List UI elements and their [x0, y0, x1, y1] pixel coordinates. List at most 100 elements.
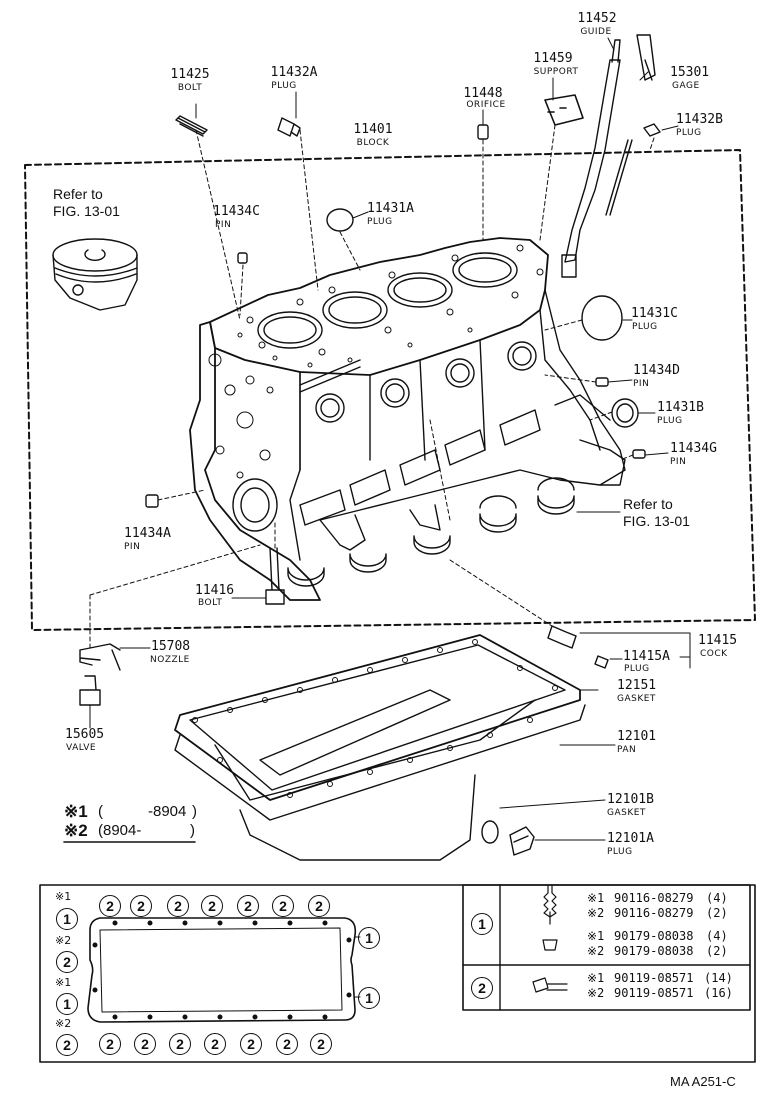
- layout-circle-top-7: 2: [308, 895, 330, 917]
- label-11448-number: 11448: [463, 86, 503, 101]
- label-11452-number: 11452: [577, 11, 617, 26]
- label-15301-number: 15301: [670, 65, 710, 80]
- label-11432b-number: 11432B: [676, 112, 723, 127]
- table-key-2: 2: [471, 977, 493, 999]
- t1-mark-b: ※2: [587, 906, 605, 920]
- label-11431c-name: PLUG: [632, 322, 658, 332]
- main-bearings-drawing: [287, 477, 575, 587]
- t1-mark-a: ※1: [587, 891, 605, 905]
- plug-11415a-drawing: [594, 655, 609, 669]
- legend-mark-1: ※1: [64, 802, 88, 821]
- legend-mark-2: ※2: [64, 821, 88, 840]
- t1-part-a: 90116-08279: [614, 891, 694, 905]
- label-11459-number: 11459: [533, 51, 573, 66]
- label-11425-number: 11425: [170, 67, 210, 82]
- label-11401-number: 11401: [353, 122, 393, 137]
- bolt-11416-drawing: [265, 547, 285, 605]
- label-11434c-name: PIN: [215, 220, 232, 230]
- legend-value-1: -8904: [148, 803, 187, 820]
- support-bracket-drawing: [544, 94, 584, 126]
- label-11431b-number: 11431B: [657, 400, 704, 415]
- block-boundary-dashed: [24, 149, 756, 631]
- t1-qty-b: (2): [706, 906, 728, 920]
- label-11415-number: 11415: [698, 633, 738, 648]
- t2-mark-a: ※1: [587, 971, 605, 985]
- gasket-12101b-drawing: [481, 820, 499, 844]
- piston-drawing: [52, 238, 138, 311]
- layout-circle-bottom-3: 2: [169, 1033, 191, 1055]
- label-11431c-number: 11431C: [631, 306, 678, 321]
- label-15708-name: NOZZLE: [150, 655, 190, 665]
- t2-mark-b: ※2: [587, 986, 605, 1000]
- t1-mark-d: ※2: [587, 944, 605, 958]
- layout-mark-2b: ※2: [55, 1017, 72, 1030]
- t1-part-b: 90116-08279: [614, 906, 694, 920]
- label-11416-name: BOLT: [198, 598, 223, 608]
- pan-gasket-box: [39, 884, 756, 1063]
- plug-11431b-drawing: [611, 398, 639, 428]
- layout-circle-bottom-5: 2: [240, 1033, 262, 1055]
- layout-circle-1a: 1: [56, 908, 78, 930]
- bearing-ref-line2: FIG. 13-01: [623, 513, 690, 529]
- layout-circle-2b: 2: [56, 1034, 78, 1056]
- label-11431a-name: PLUG: [367, 217, 393, 227]
- layout-mark-1a: ※1: [55, 890, 72, 903]
- label-11432b-name: PLUG: [676, 128, 702, 138]
- oil-pan-drawing: [174, 634, 586, 861]
- nut-icon: [542, 939, 558, 951]
- layout-circle-top-4: 2: [201, 895, 223, 917]
- layout-circle-bottom-2: 2: [134, 1033, 156, 1055]
- plug-11432a-drawing: [277, 117, 301, 137]
- label-11434d-name: PIN: [633, 379, 650, 389]
- bolt-icon: [532, 977, 568, 993]
- t1-qty-a: (4): [706, 891, 728, 905]
- t1-qty-c: (4): [706, 929, 728, 943]
- layout-circle-right-2: 1: [358, 987, 380, 1009]
- label-15301-name: GAGE: [672, 81, 700, 91]
- label-11431b-name: PLUG: [657, 416, 683, 426]
- t2-part-b: 90119-08571: [614, 986, 694, 1000]
- t2-qty-b: (16): [704, 986, 733, 1000]
- label-11434d-number: 11434D: [633, 363, 680, 378]
- legend-close-2: ): [190, 822, 195, 839]
- label-11434g-number: 11434G: [670, 441, 717, 456]
- label-11434c-number: 11434C: [213, 204, 260, 219]
- pin-11434a-drawing: [145, 494, 159, 508]
- layout-circle-top-2: 2: [130, 895, 152, 917]
- layout-mark-1b: ※1: [55, 976, 72, 989]
- bolt-11425-drawing: [175, 115, 208, 137]
- label-11459-name: SUPPORT: [533, 67, 579, 77]
- label-12101b-number: 12101B: [607, 792, 654, 807]
- layout-circle-1b: 1: [56, 993, 78, 1015]
- label-12151-name: GASKET: [617, 694, 656, 704]
- label-11434a-number: 11434A: [124, 526, 171, 541]
- label-12101b-name: GASKET: [607, 808, 646, 818]
- label-12101-number: 12101: [617, 729, 657, 744]
- fastener-table: [462, 884, 751, 1011]
- dipstick-drawing: [561, 34, 656, 278]
- t1-qty-d: (2): [706, 944, 728, 958]
- label-12101a-number: 12101A: [607, 831, 654, 846]
- label-15605-number: 15605: [65, 727, 105, 742]
- legend-close-1: ): [192, 803, 197, 820]
- pan-gasket-outline: [87, 917, 357, 1023]
- cock-11415-drawing: [547, 625, 577, 649]
- layout-circle-2a: 2: [56, 951, 78, 973]
- label-11415a-name: PLUG: [624, 664, 650, 674]
- layout-circle-right-1: 1: [358, 927, 380, 949]
- t2-part-a: 90119-08571: [614, 971, 694, 985]
- label-11415-name: COCK: [700, 649, 728, 659]
- legend-paren-1: (: [98, 803, 103, 820]
- stud-bolt-icon: [543, 884, 557, 925]
- layout-circle-top-3: 2: [167, 895, 189, 917]
- layout-circle-top-6: 2: [272, 895, 294, 917]
- piston-ref-line2: FIG. 13-01: [53, 203, 120, 219]
- plug-11431a-drawing: [326, 208, 354, 232]
- layout-circle-bottom-1: 2: [99, 1033, 121, 1055]
- label-12101-name: PAN: [617, 745, 637, 755]
- pin-11434d-drawing: [595, 377, 609, 387]
- layout-circle-bottom-4: 2: [204, 1033, 226, 1055]
- bearing-ref-line1: Refer to: [623, 496, 673, 512]
